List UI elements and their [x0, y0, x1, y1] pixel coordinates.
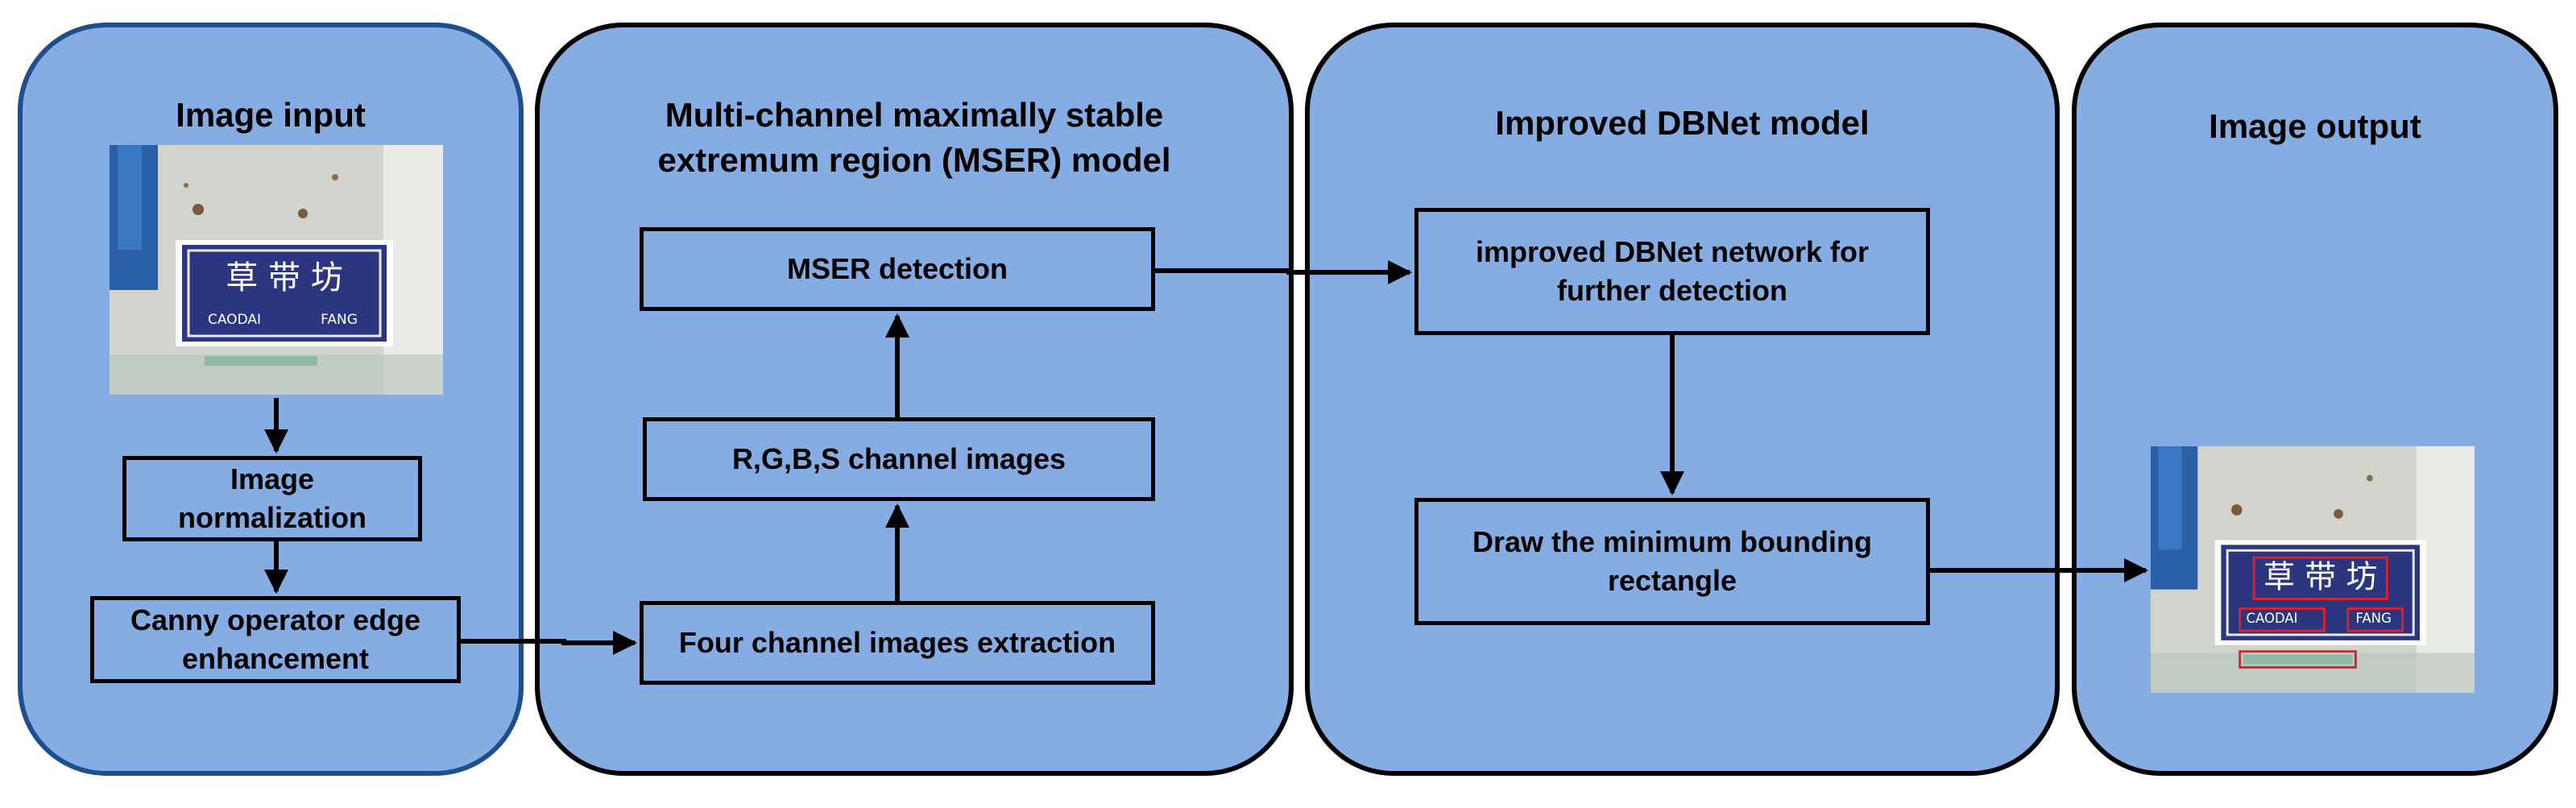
detection-box-small-text	[2238, 650, 2357, 669]
box-dbnet-network-line2: further detection	[1556, 274, 1787, 307]
input-photo-graphic: 草 带 坊 CAODAI FANG	[110, 145, 443, 395]
box-mser-detection: MSER detection	[640, 227, 1155, 311]
output-sign-chinese: 草 带 坊	[2263, 559, 2377, 595]
box-canny-line1: Canny operator edge	[130, 603, 421, 636]
box-image-normalization-line1: Image	[230, 462, 315, 495]
panel-title-dbnet: Improved DBNet model	[1495, 104, 1870, 142]
panel-title-image-output: Image output	[2209, 107, 2421, 145]
input-sign-latin-right: FANG	[321, 312, 358, 328]
box-four-channel-extraction: Four channel images extraction	[640, 601, 1155, 685]
panel-title-mser-line1: Multi-channel maximally stable	[665, 96, 1164, 134]
box-bounding-line2: rectangle	[1607, 564, 1737, 597]
box-bounding-line1: Draw the minimum bounding	[1472, 525, 1872, 558]
box-canny-edge-enhancement: Canny operator edge enhancement	[90, 596, 461, 683]
box-rgbs-channel-images-label: R,G,B,S channel images	[731, 442, 1066, 475]
box-four-channel-extraction-label: Four channel images extraction	[678, 626, 1116, 659]
box-dbnet-network-line1: improved DBNet network for	[1475, 235, 1870, 268]
output-sign-latin-right: FANG	[2356, 611, 2392, 626]
box-dbnet-network: improved DBNet network for further detec…	[1414, 208, 1930, 335]
box-image-normalization: Image normalization	[122, 456, 422, 541]
detection-box-chinese	[2252, 556, 2388, 601]
input-photo: 草 带 坊 CAODAI FANG	[110, 145, 443, 395]
panel-title-mser-line2: extremum region (MSER) model	[657, 141, 1171, 179]
output-photo-graphic: 草 带 坊 CAODAI FANG	[2151, 446, 2475, 693]
detection-box-latin-left	[2238, 607, 2326, 632]
panel-mser-model: Multi-channel maximally stable extremum …	[535, 23, 1294, 776]
box-mser-detection-label: MSER detection	[786, 252, 1008, 285]
box-minimum-bounding-rectangle: Draw the minimum bounding rectangle	[1414, 498, 1930, 625]
input-sign-chinese: 草 带 坊	[226, 259, 342, 296]
panel-dbnet-model: Improved DBNet model	[1305, 23, 2060, 776]
output-sign-latin-left: CAODAI	[2246, 611, 2297, 626]
box-rgbs-channel-images: R,G,B,S channel images	[643, 417, 1155, 501]
box-canny-line2: enhancement	[181, 642, 370, 675]
input-sign-latin-left: CAODAI	[208, 312, 261, 328]
detection-box-latin-right	[2346, 607, 2404, 632]
output-photo: 草 带 坊 CAODAI FANG	[2151, 446, 2475, 693]
box-image-normalization-line2: normalization	[177, 501, 367, 534]
panel-title-image-input: Image input	[176, 96, 366, 134]
